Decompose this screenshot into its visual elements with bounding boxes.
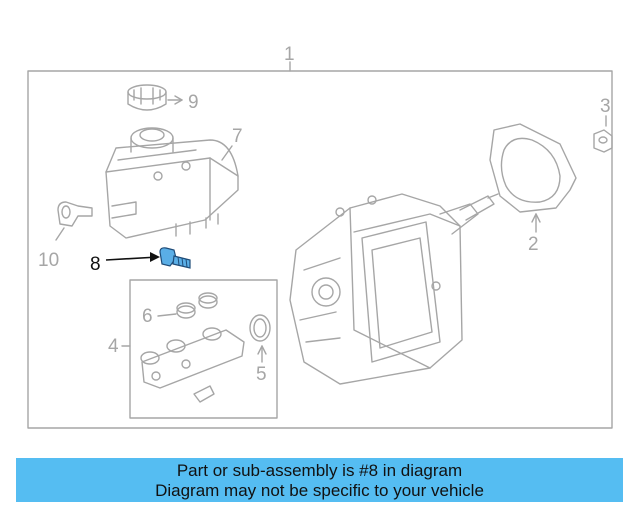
callout-9: 9 [188,92,199,113]
reservoir-cap-drawing [127,84,183,111]
nut-drawing [593,115,613,153]
callout-6: 6 [142,306,153,327]
brake-booster-drawing [289,193,499,385]
info-banner: Part or sub-assembly is #8 in diagram Di… [16,458,623,502]
callout-8: 8 [90,254,101,275]
callout-10: 10 [38,250,59,271]
callout-1: 1 [284,44,295,65]
callout-7: 7 [232,126,243,147]
gasket-drawing [489,123,577,233]
banner-disclaimer: Diagram may not be specific to your vehi… [155,481,484,500]
hose-connector-drawing [55,201,93,241]
master-cylinder-drawing [140,327,245,403]
callout-4: 4 [108,336,119,357]
callout-2: 2 [528,234,539,255]
banner-part-note: Part or sub-assembly is #8 in diagram [176,461,463,480]
reservoir-drawing [105,127,239,239]
parts-diagram: 1 2 3 4 5 6 7 8 9 10 [27,44,613,429]
bolt-part-8-highlighted [105,247,191,269]
callout-3: 3 [600,96,611,117]
subassembly-frame [129,279,278,419]
assembly-frame [27,70,613,429]
callout-5: 5 [256,364,267,385]
seals-drawing [157,292,218,319]
o-ring-drawing [249,314,271,363]
